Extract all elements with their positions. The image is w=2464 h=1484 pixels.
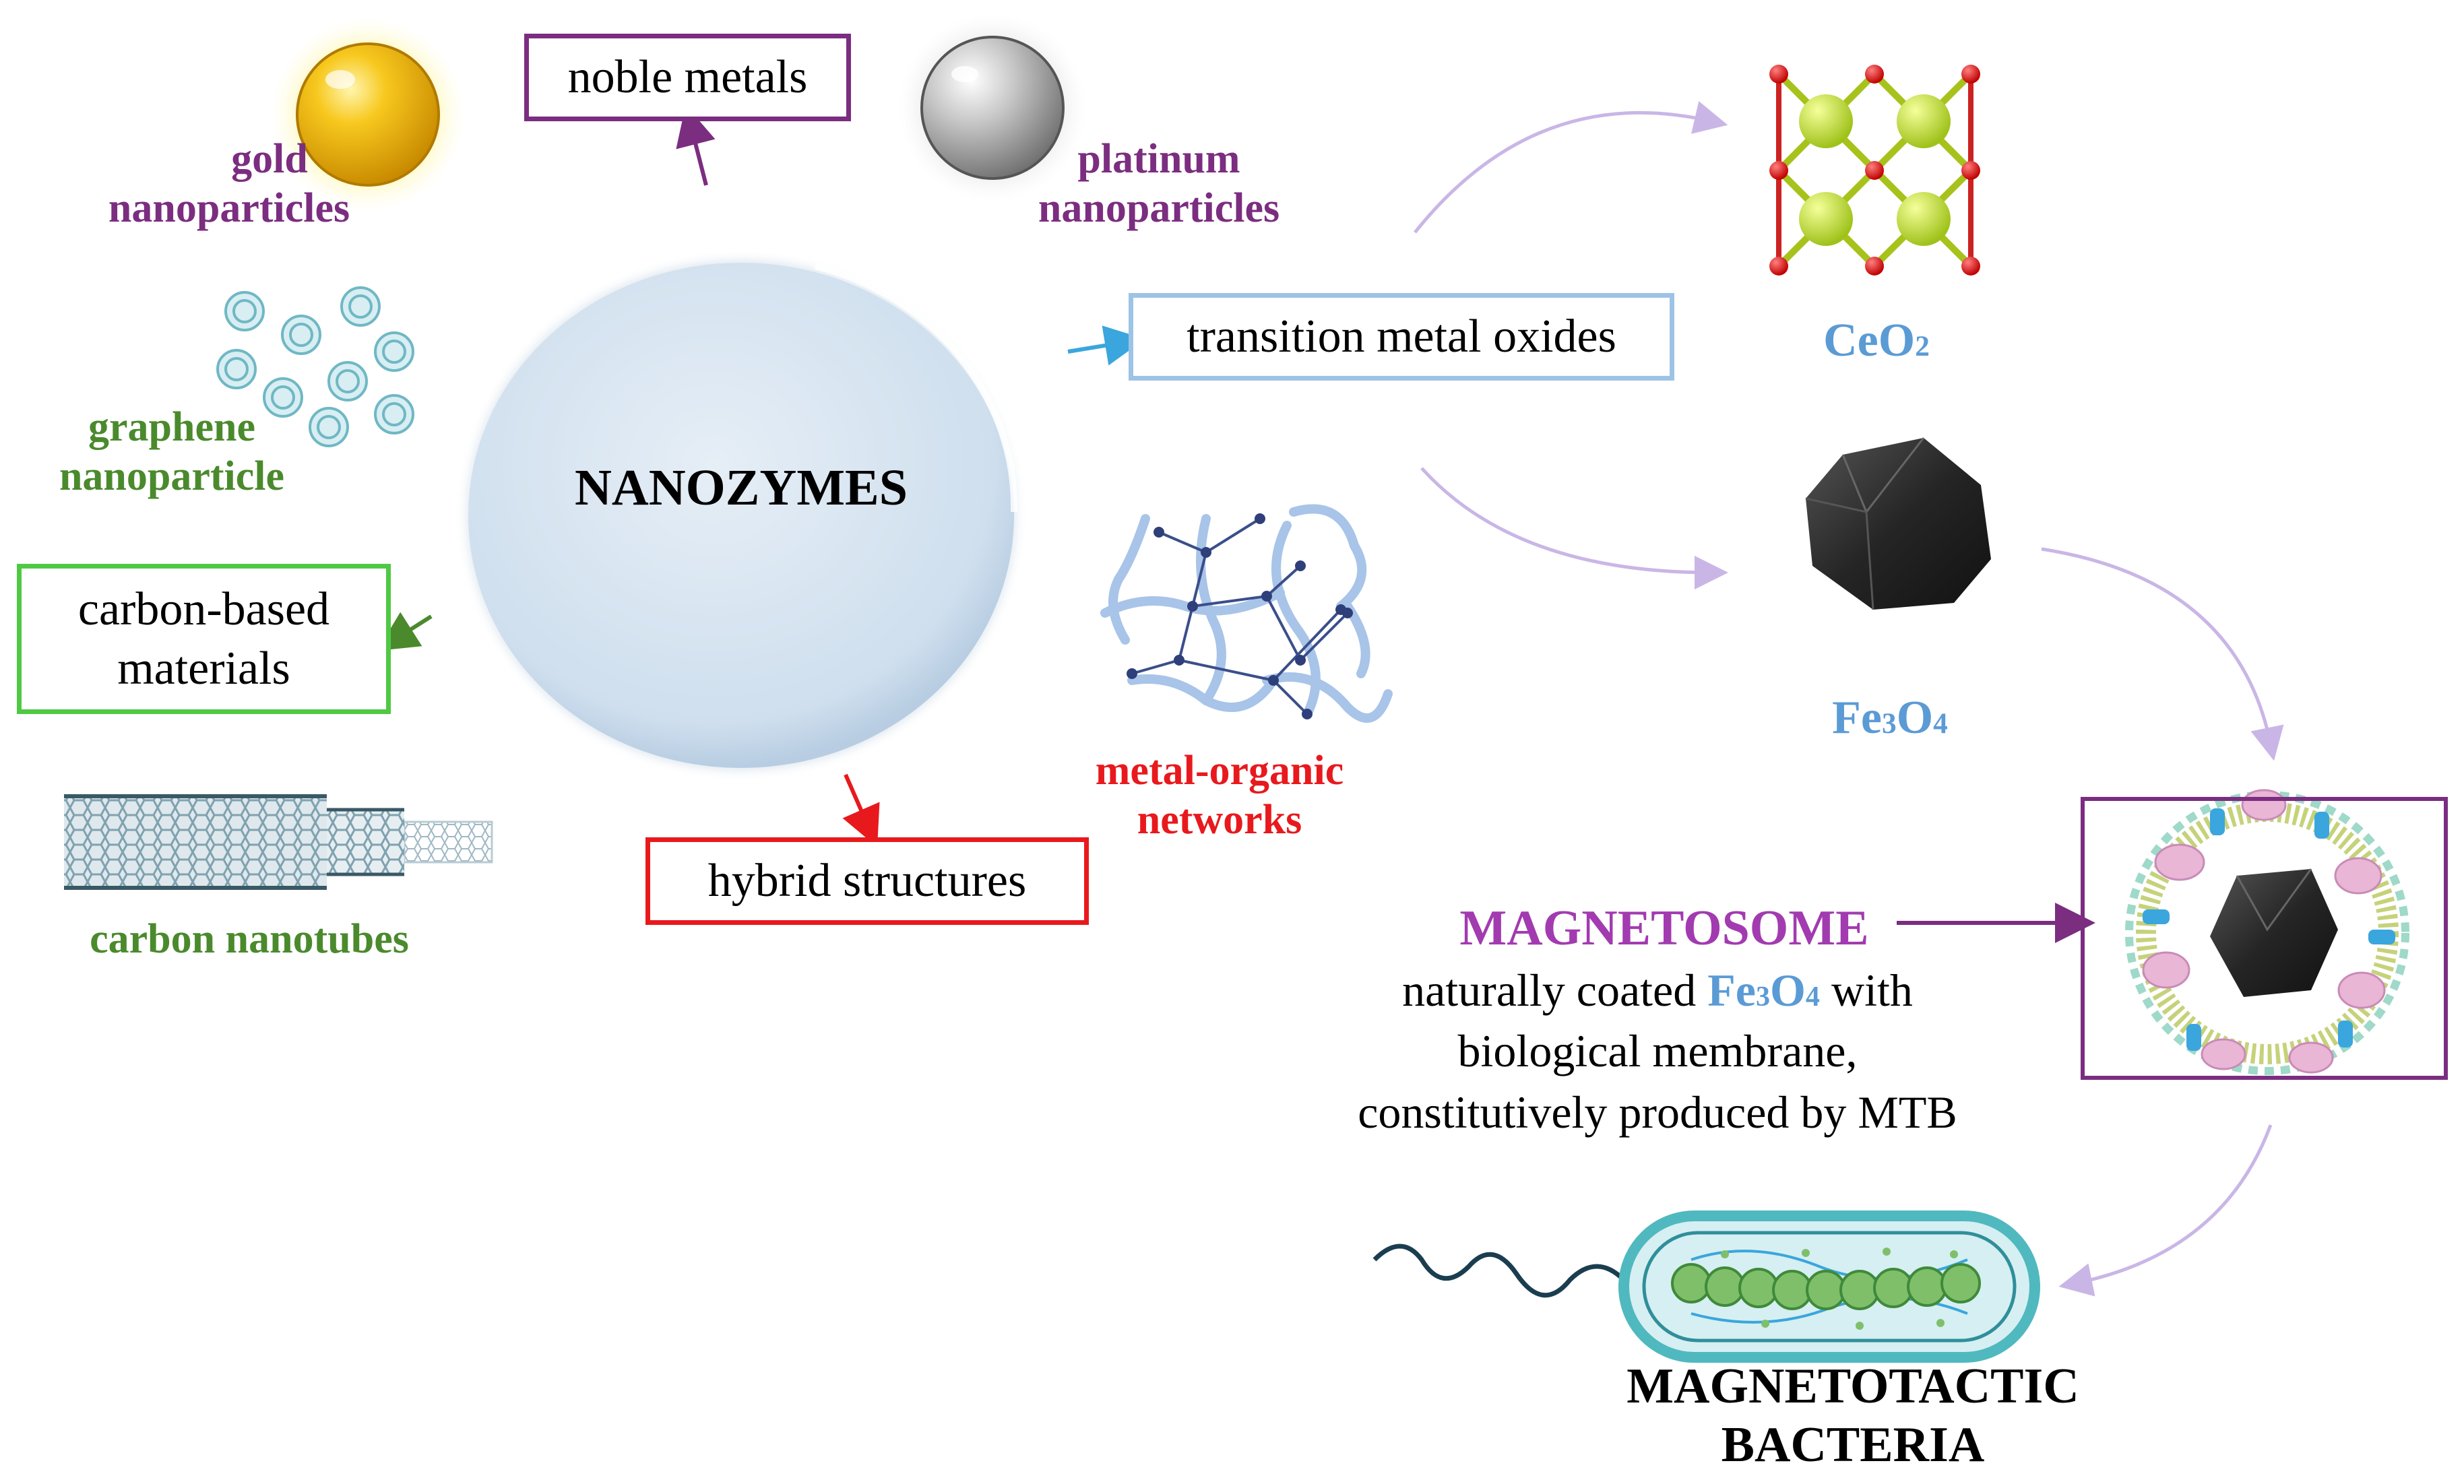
bacteria-label-line1: MAGNETOTACTIC bbox=[1626, 1359, 2079, 1414]
magnetotactic-bacteria-label: MAGNETOTACTIC BACTERIA bbox=[1577, 1357, 2129, 1474]
magnetosome-line2: biological membrane, bbox=[1457, 1025, 1858, 1077]
bacteria-label-line2: BACTERIA bbox=[1721, 1417, 1985, 1473]
magnetosome-line3: constitutively produced by MTB bbox=[1358, 1086, 1957, 1138]
noble-metals-box: noble metals bbox=[524, 34, 851, 121]
arrow-to-fe3o4 bbox=[1420, 467, 1728, 589]
hybrid-structures-label: hybrid structures bbox=[707, 855, 1027, 907]
arrow-to-hybrid bbox=[842, 773, 880, 847]
nanozymes-title: NANOZYMES bbox=[574, 459, 908, 516]
transition-metal-oxides-box: transition metal oxides bbox=[1129, 293, 1674, 381]
nanozymes-sphere bbox=[455, 249, 1028, 781]
arrow-to-transition bbox=[1067, 325, 1145, 366]
platinum-label-line2: nanoparticles bbox=[1038, 185, 1280, 231]
noble-metals-label: noble metals bbox=[567, 51, 808, 104]
metal-organic-label-line1: metal-organic bbox=[1095, 748, 1344, 794]
magnetotactic-bacterium-icon bbox=[1372, 1211, 2040, 1363]
arrow-to-ceo2 bbox=[1414, 101, 1728, 234]
gold-nanoparticles-label: gold nanoparticles bbox=[81, 135, 377, 232]
platinum-label-line1: platinum bbox=[1077, 136, 1240, 182]
graphene-nanoparticle-icon bbox=[216, 286, 414, 447]
magnetosome-line1: naturally coated Fe3O4 with bbox=[1402, 965, 1913, 1016]
ceo2-crystal-icon bbox=[1769, 65, 1980, 276]
carbon-nanotubes-label: carbon nanotubes bbox=[90, 916, 409, 962]
platinum-nanoparticle-icon bbox=[898, 13, 1087, 202]
graphene-label-line2: nanoparticle bbox=[59, 453, 285, 499]
carbon-based-label-line1: carbon-based bbox=[77, 583, 330, 635]
carbon-based-box: carbon-based materials bbox=[17, 564, 391, 714]
hybrid-structures-box: hybrid structures bbox=[645, 837, 1089, 925]
magnetosome-description: naturally coated Fe3O4 with biological m… bbox=[1267, 960, 2048, 1142]
magnetosome-frame bbox=[2081, 797, 2448, 1080]
gold-nanoparticle-icon bbox=[270, 17, 466, 212]
metal-organic-networks-label: metal-organic networks bbox=[1051, 746, 1388, 844]
magnetosome-title: MAGNETOSOME bbox=[1459, 901, 1869, 956]
arrow-fe3o4-to-magnetosome bbox=[2041, 547, 2284, 761]
fe3o4-crystal-icon bbox=[1805, 437, 1991, 610]
transition-metal-oxides-label: transition metal oxides bbox=[1187, 311, 1616, 363]
gold-label-line1: gold bbox=[231, 136, 308, 182]
graphene-label-line1: graphene bbox=[88, 404, 255, 450]
carbon-based-label-line2: materials bbox=[117, 642, 290, 695]
metal-organic-network-icon bbox=[1100, 504, 1393, 723]
ceo2-label: CeO2 bbox=[1823, 315, 1930, 366]
magnetosome-icon bbox=[2125, 789, 2409, 1075]
carbon-nanotube-icon bbox=[64, 794, 493, 890]
fe3o4-label: Fe3O4 bbox=[1832, 692, 1948, 744]
metal-organic-label-line2: networks bbox=[1137, 796, 1302, 843]
arrow-to-carbon-based bbox=[377, 612, 433, 651]
arrow-magnetosome-to-bacteria bbox=[2058, 1124, 2273, 1297]
graphene-nanoparticle-label: graphene nanoparticle bbox=[30, 403, 313, 501]
gold-label-line2: nanoparticles bbox=[108, 185, 350, 231]
arrow-to-noble-metals bbox=[676, 104, 716, 186]
platinum-nanoparticles-label: platinum nanoparticles bbox=[1011, 135, 1307, 232]
